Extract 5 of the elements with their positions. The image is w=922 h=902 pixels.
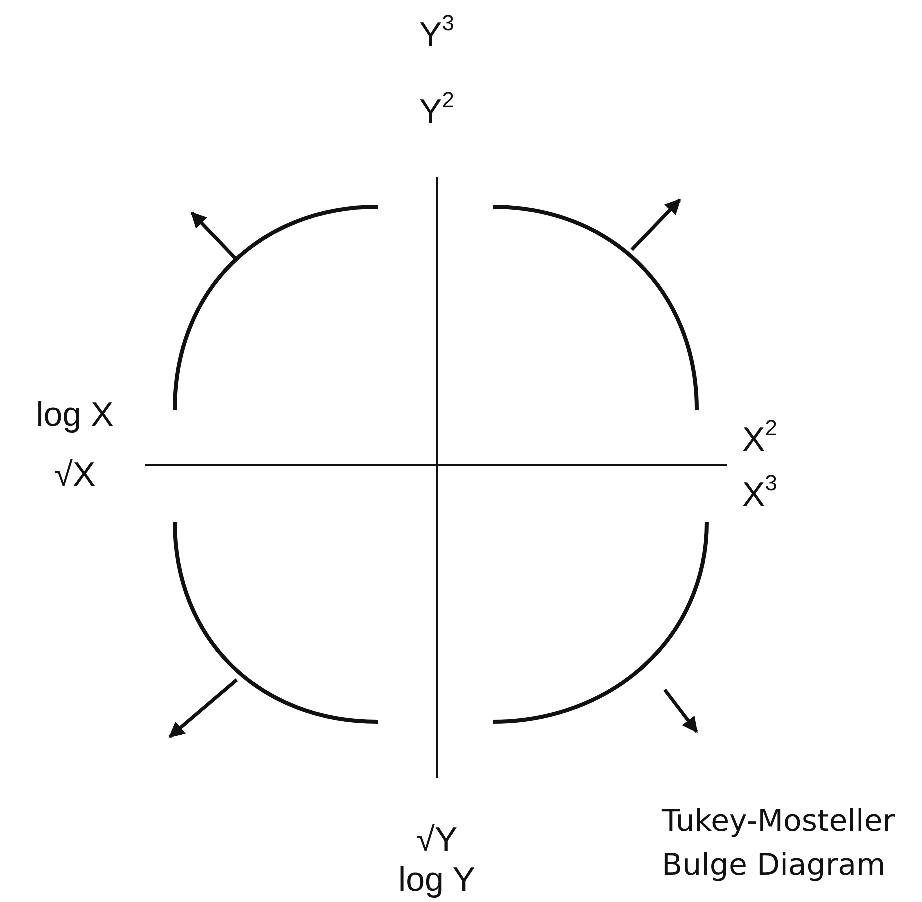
caption: Tukey-Mosteller Bulge Diagram bbox=[662, 803, 896, 885]
axis-label: √Y bbox=[416, 823, 458, 857]
axis-label: √X bbox=[54, 458, 96, 492]
axis-label: log Y bbox=[398, 863, 476, 897]
axis-label: log X bbox=[36, 398, 114, 432]
